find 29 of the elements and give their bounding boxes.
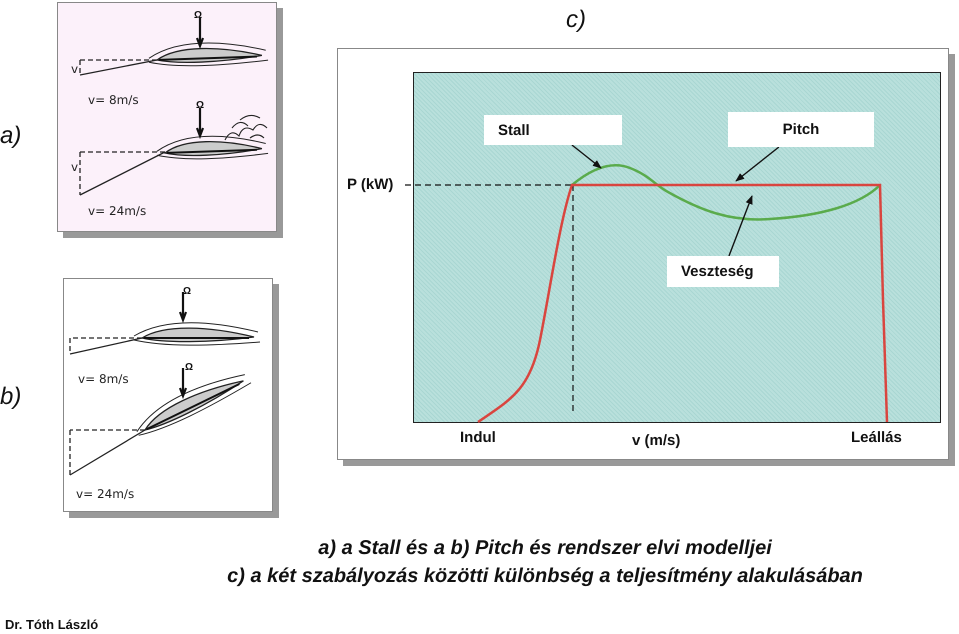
force-symbol: Ω [183,286,192,297]
velocity-label: v= 24m/s [88,204,146,218]
arrow [572,144,602,169]
velocity-label: v= 8m/s [78,372,129,386]
curve-label: Stall [498,122,530,138]
panel-letter: b) [0,383,22,411]
caption-line: c) a két szabályozás közötti különbség a teljesítmény alakulásában [227,565,863,588]
velocity-label: v [71,160,78,174]
curve-label: Pitch [782,121,820,138]
author-name: Dr. Tóth László [5,617,98,632]
caption-line: a) a Stall és a b) Pitch és rendszer elvi modelljei [318,537,772,560]
force-symbol: Ω [185,362,194,373]
arrow [728,195,753,256]
velocity-label: v [71,62,78,76]
panel-letter: a) [0,122,22,150]
label-box [484,115,622,145]
velocity-label: v= 24m/s [76,487,134,501]
force-symbol: Ω [194,10,202,21]
axis-label: Leállás [851,429,902,446]
label-box [728,112,874,147]
curve-label: Veszteség [681,263,754,280]
panel-letter: c) [566,6,586,34]
force-symbol: Ω [196,100,204,111]
arrow [735,146,780,182]
label-box [667,256,779,287]
velocity-label: v= 8m/s [88,93,139,107]
axis-label: Indul [460,429,496,446]
axis-label: v (m/s) [632,432,680,449]
axis-label: P (kW) [347,176,394,193]
